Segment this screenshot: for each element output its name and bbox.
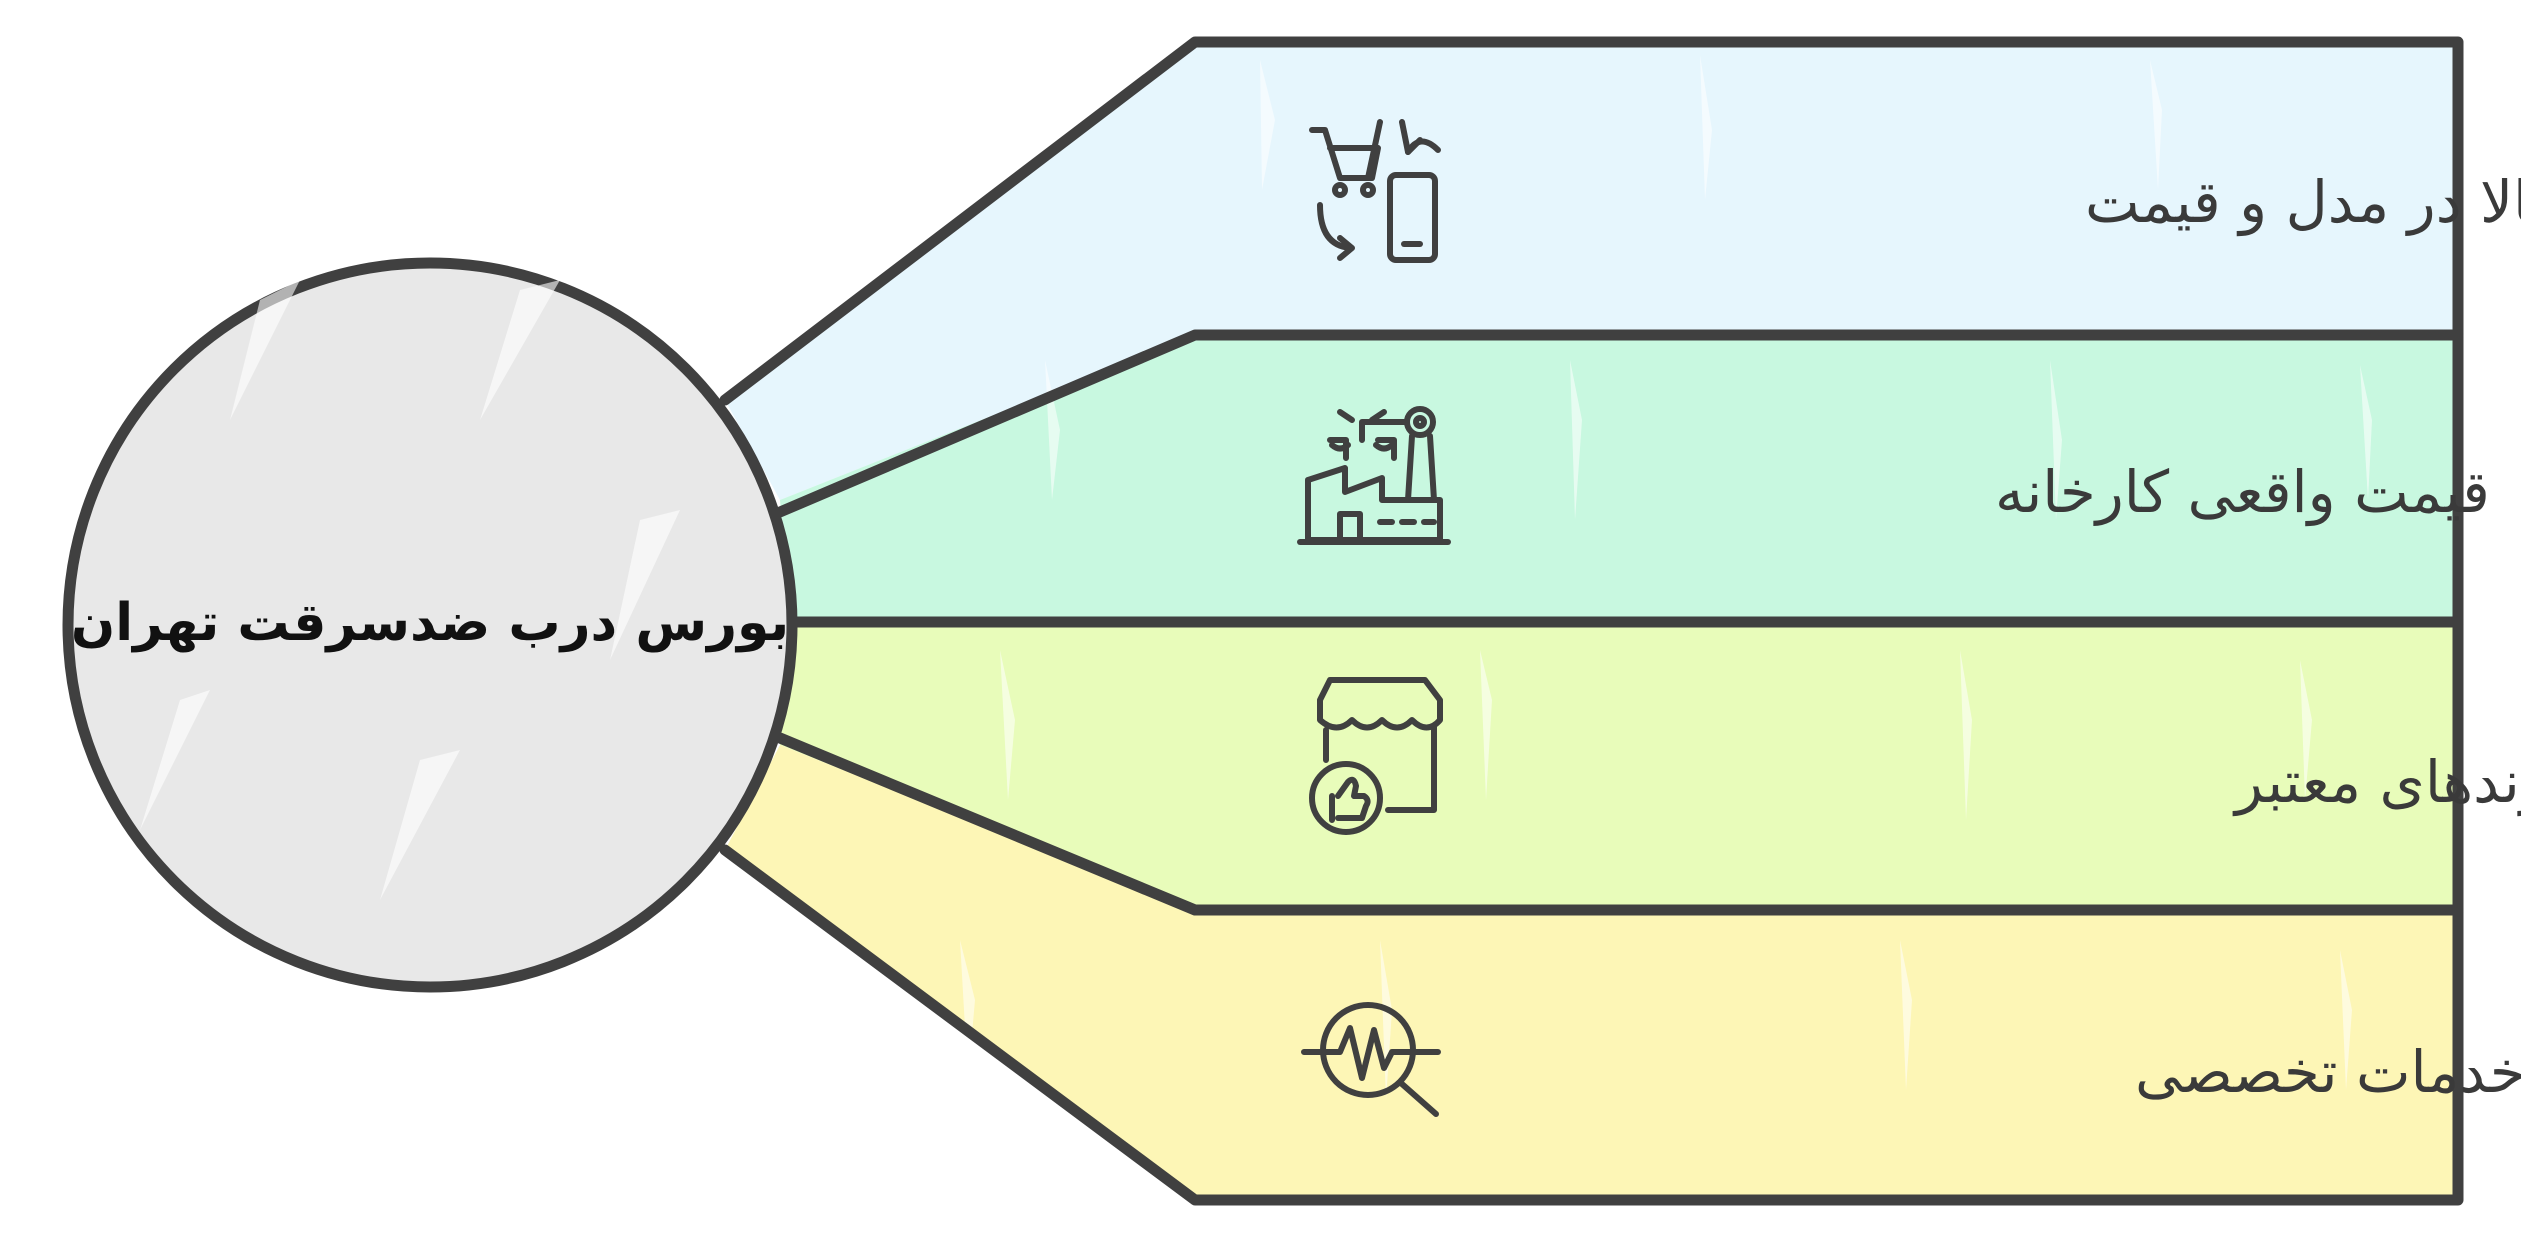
hatch-texture (940, 55, 2372, 1100)
cart-phone-exchange-icon (1309, 119, 1441, 263)
pulse-magnifier-icon (1301, 1002, 1441, 1117)
center-circle (62, 257, 798, 993)
band-outlines (719, 36, 2464, 1206)
center-node: بورس درب ضدسرقت تهران (62, 257, 798, 993)
band-background-1 (725, 42, 2458, 500)
band-label-2: قیمت واقعی کارخانه (1995, 458, 2490, 527)
band-background-4 (725, 745, 2458, 1200)
factory-robot-arm-icon (1297, 406, 1451, 545)
center-title: بورس درب ضدسرقت تهران (71, 593, 789, 653)
band-background-2 (780, 335, 2458, 622)
band-label-4: مشاوره و خدمات تخصصی (2135, 1038, 2521, 1107)
center-hatch (140, 280, 680, 900)
band-label-3: خرید مستقیم از برندهای معتبر (2232, 748, 2521, 817)
store-thumbs-up-icon (1309, 677, 1443, 835)
band-background-3 (780, 622, 2458, 910)
band-label-1: تنوع بالا در مدل و قیمت (2085, 168, 2521, 237)
